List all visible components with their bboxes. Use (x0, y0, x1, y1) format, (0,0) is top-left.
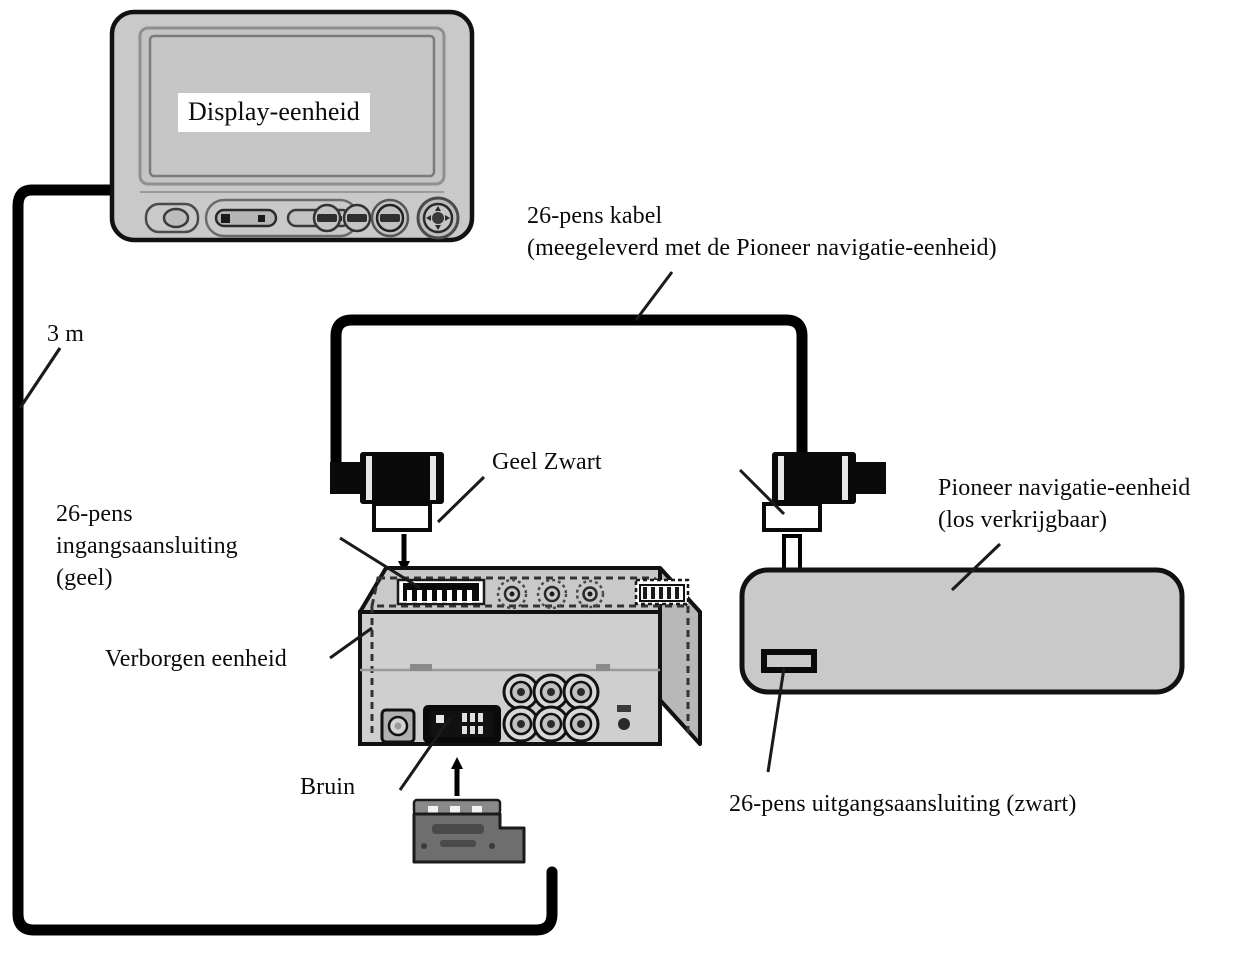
display-eject-button[interactable] (144, 202, 200, 234)
input-connector-label-line2: ingangsaansluiting (56, 533, 238, 559)
display-unit-label: Display-eenheid (178, 93, 370, 132)
vent-3 (575, 579, 605, 609)
port-26pin-output-black[interactable] (761, 649, 817, 673)
display-joystick[interactable] (416, 196, 460, 240)
cable-26pin-label-line2: (meegeleverd met de Pioneer navigatie-ee… (527, 235, 997, 261)
rca-jack-5[interactable] (532, 705, 570, 743)
connector-yellow-26pin[interactable] (330, 452, 444, 532)
nav-unit-label-line1: Pioneer navigatie-eenheid (938, 475, 1191, 501)
output-connector-label: 26-pens uitgangsaansluiting (zwart) (729, 791, 1077, 817)
rca-jack-6[interactable] (562, 705, 600, 743)
nav-unit-leader (950, 542, 1002, 592)
connector-black-26pin[interactable] (762, 452, 886, 532)
hidden-unit-leader (329, 626, 373, 660)
cable-26pin (330, 314, 808, 486)
cable-3m-leader (18, 347, 62, 409)
vent-2 (536, 578, 568, 610)
cable-26pin-leader (634, 271, 674, 321)
input-connector-label-line3: (geel) (56, 565, 113, 591)
hidden-unit[interactable] (358, 566, 702, 791)
port-white-connector[interactable] (634, 578, 690, 606)
geel-zwart-label: Geel Zwart (492, 449, 602, 475)
output-connector-leader (766, 667, 786, 773)
display-button-3[interactable] (370, 198, 410, 238)
reset-button[interactable] (617, 705, 631, 730)
rca-jack-2[interactable] (532, 673, 570, 711)
port-brown-connector[interactable] (423, 705, 501, 743)
rca-jack-4[interactable] (502, 705, 540, 743)
display-button-2[interactable] (342, 203, 372, 233)
connector-black-leader (738, 468, 786, 516)
geel-zwart-leader (436, 475, 486, 524)
bruin-label: Bruin (300, 774, 356, 800)
display-button-1[interactable] (312, 203, 342, 233)
input-connector-label-line1: 26-pens (56, 501, 133, 527)
cable-3m (12, 184, 558, 936)
cable-26pin-label-line1: 26-pens kabel (527, 203, 663, 229)
port-square-jack[interactable] (380, 708, 416, 744)
nav-unit-label-line2: (los verkrijgbaar) (938, 507, 1108, 533)
cable-length-label: 3 m (47, 321, 84, 347)
input-connector-leader (339, 536, 421, 590)
rca-jack-3[interactable] (562, 673, 600, 711)
nav-unit[interactable] (739, 567, 1185, 695)
hidden-unit-label: Verborgen eenheid (105, 646, 287, 672)
plug-brown[interactable] (412, 798, 526, 864)
bruin-leader (398, 717, 452, 791)
vent-1 (496, 578, 528, 610)
